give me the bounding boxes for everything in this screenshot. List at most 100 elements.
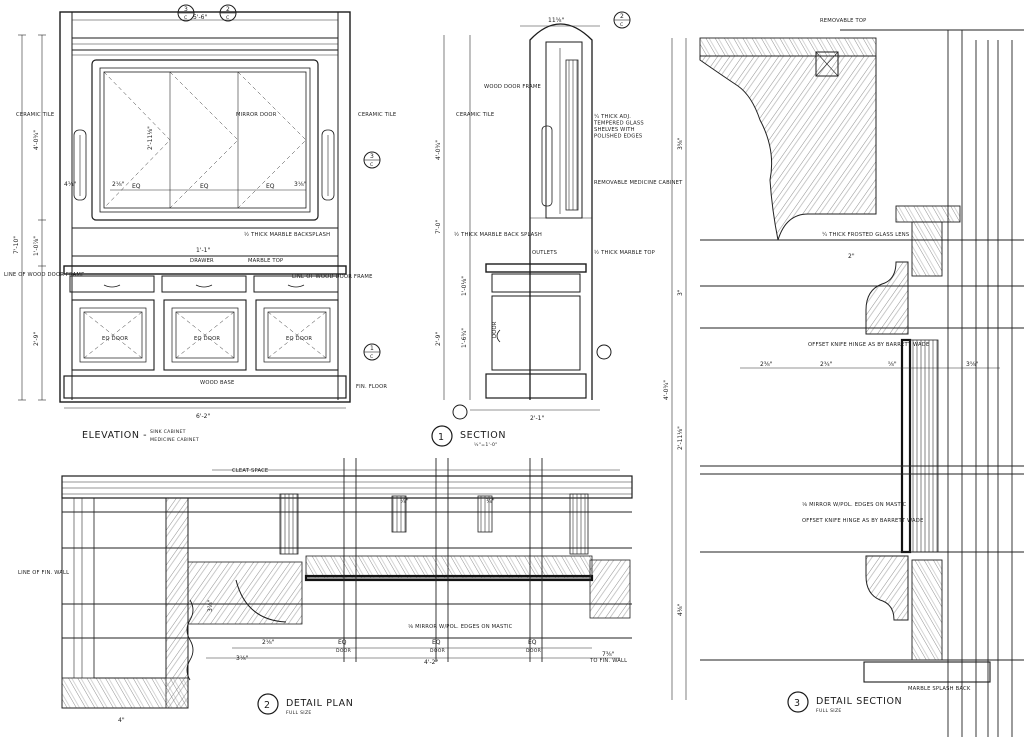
dim-tick-small: 4¼" xyxy=(64,181,77,188)
plan-number: 2 xyxy=(264,700,271,711)
label-marble-top: MARBLE TOP xyxy=(248,258,283,264)
dsec-dim-left-off: 2⅜" xyxy=(760,361,773,368)
bubble-c-num: 3 xyxy=(370,153,374,160)
dim-eq-2: EQ xyxy=(200,183,209,190)
dim-side-b: 3⅛" xyxy=(294,181,307,188)
elevation-title: ELEVATION - xyxy=(82,430,147,441)
plan-dim-small: 3⅛" xyxy=(236,655,249,662)
plan-scale: FULL SIZE xyxy=(286,710,312,716)
plan-door-2: DOOR xyxy=(430,648,446,654)
bubble-e-num: 2 xyxy=(620,13,624,20)
ceramic-tile-right xyxy=(321,129,335,201)
bubble-d-num: 1 xyxy=(370,345,374,352)
bubble-a-sub: C xyxy=(184,15,188,21)
plan-label-mirror-note: ⅛ MIRROR W/POL. EDGES ON MASTIC xyxy=(408,624,513,630)
dim-mid-height: 1'-0⅞" xyxy=(33,236,40,256)
dsec-number: 3 xyxy=(794,698,801,709)
dsec-title: DETAIL SECTION xyxy=(816,696,902,707)
label-line-of-door-left: LINE OF WOOD DOOR FRAME xyxy=(4,272,85,278)
section-dim-low-a: 1'-0⅛" xyxy=(461,276,468,296)
dim-overall-height: 7'-10" xyxy=(13,236,20,254)
bubble-b-sub: C xyxy=(226,15,230,21)
plan-dim-tick-2: ¼" xyxy=(486,498,495,505)
dsec-dim-bottom: 4⅜" xyxy=(677,603,684,616)
section-label-outlets: OUTLETS xyxy=(532,250,557,256)
section-dim-upper: 4'-0¾" xyxy=(435,140,442,160)
dim-lower-height: 2'-9" xyxy=(33,332,40,346)
dsec-label-hinge-top: OFFSET KNIFE HINGE AS BY BARRETT WADE xyxy=(808,342,929,348)
section-dim-lower: 2'-9" xyxy=(435,332,442,346)
section-dim-top: 11⅝" xyxy=(548,17,564,24)
section-labels: 11⅝" 4'-0¾" 7'-0" 2'-9" 1'-0⅛" 1'-6¾" 2'… xyxy=(431,17,683,448)
section-number: 1 xyxy=(438,432,445,443)
label-marble-backsplash: ½ THICK MARBLE BACKSPLASH xyxy=(244,231,330,238)
section-label-marble-back-splash: ½ THICK MARBLE BACK SPLASH xyxy=(454,231,542,238)
dim-drawer-width: 1'-1" xyxy=(196,247,210,254)
bubble-d-sub: C xyxy=(370,354,374,360)
section-title: SECTION xyxy=(460,430,506,441)
detail-plan-view xyxy=(61,458,633,709)
plan-door-1: DOOR xyxy=(336,648,352,654)
label-line-of-door-right: LINE OF WOOD DOOR FRAME xyxy=(292,274,373,280)
section-view xyxy=(443,23,612,420)
bubble-group: 3 C 2 C 3 C 1 C 2 C xyxy=(177,4,631,361)
section-label-marble-top: ½ THICK MARBLE TOP xyxy=(594,249,655,256)
plan-label-to-fin-wall: TO FIN. WALL xyxy=(589,658,627,664)
dim-bottom-width: 6'-2" xyxy=(196,413,210,420)
dsec-dim-lower: 2'-11⅛" xyxy=(677,426,684,450)
dim-side-a: 2⅛" xyxy=(112,181,125,188)
dsec-label-marble-splash: MARBLE SPLASH BACK xyxy=(908,686,971,692)
detail-section-view xyxy=(671,29,1024,737)
section-label-removable-cabinet: REMOVABLE MEDICINE CABINET xyxy=(594,180,683,186)
mirror-frame xyxy=(91,59,319,221)
bubble-e-sub: C xyxy=(620,22,624,28)
plan-dim-eq2: EQ xyxy=(432,639,441,646)
label-ceramic-tile-right: CERAMIC TILE xyxy=(358,112,396,118)
plan-title: DETAIL PLAN xyxy=(286,698,353,709)
dsec-dim-mid: 3" xyxy=(677,289,684,296)
dsec-dim-two: 2" xyxy=(848,253,855,260)
detail-plan-labels: CLEAT SPACE LINE OF FIN. WALL ⅛ MIRROR W… xyxy=(18,468,627,724)
section-dim-mid: 7'-0" xyxy=(435,220,442,234)
dsec-dim-small: ⅝" xyxy=(888,361,897,368)
dim-mirror-height: 2'-11⅛" xyxy=(147,126,154,150)
plan-label-cleat-space: CLEAT SPACE xyxy=(232,468,268,474)
dsec-label-removable-top: REMOVABLE TOP xyxy=(820,18,866,24)
dsec-label-frosted-glass: ¼ THICK FROSTED GLASS LENS xyxy=(822,232,909,238)
plan-dim-left: 2⅛" xyxy=(262,639,275,646)
plan-dim-eq3: EQ xyxy=(528,639,537,646)
dsec-scale: FULL SIZE xyxy=(816,708,842,714)
bubble-a-num: 3 xyxy=(184,6,188,13)
dsec-dim-overall: 4'-0¾" xyxy=(663,380,670,400)
label-door-2: EQ DOOR xyxy=(194,336,220,342)
dim-eq-1: EQ xyxy=(132,183,141,190)
cabinet-doors xyxy=(71,299,339,371)
elevation-subtitle-2: MEDICINE CABINET xyxy=(150,437,199,443)
section-dim-low-b: 1'-6¾" xyxy=(461,328,468,348)
plan-dim-eq1: EQ xyxy=(338,639,347,646)
dim-upper-height: 4'-0¾" xyxy=(33,130,40,150)
plan-dim-depth: 3⅞" xyxy=(207,599,214,612)
plan-label-line-of-fin-wall: LINE OF FIN. WALL xyxy=(18,570,69,576)
detail-section-labels: REMOVABLE TOP ¼ THICK FROSTED GLASS LENS… xyxy=(663,18,979,714)
dim-top-width: 5'-6" xyxy=(193,14,207,21)
label-door-3: EQ DOOR xyxy=(286,336,312,342)
elevation-subtitle-1: SINK CABINET xyxy=(150,429,186,435)
dsec-dim-right-off: 3⅝" xyxy=(966,361,979,368)
bubble-c-sub: C xyxy=(370,162,374,168)
plan-dim-right: 7⅜" xyxy=(602,651,615,658)
label-wood-base: WOOD BASE xyxy=(200,380,234,386)
label-fin-floor: FIN. FLOOR xyxy=(356,384,387,390)
elevation-view xyxy=(18,11,351,409)
section-label-ceramic-tile: CERAMIC TILE xyxy=(456,112,494,118)
section-dim-depth: 2'-1" xyxy=(530,415,544,422)
elevation-labels: 5'-6" 6'-2" 4'-0¾" 1'-0⅞" 2'-9" 7'-10" 2… xyxy=(4,14,396,443)
section-label-door: DOOR xyxy=(492,321,498,338)
ceramic-tile-left xyxy=(73,129,87,201)
label-drawer: DRAWER xyxy=(190,258,214,264)
dim-eq-3: EQ xyxy=(266,183,275,190)
section-label-wood-door-frame: WOOD DOOR FRAME xyxy=(484,84,541,90)
label-ceramic-tile-left: CERAMIC TILE xyxy=(16,112,54,118)
